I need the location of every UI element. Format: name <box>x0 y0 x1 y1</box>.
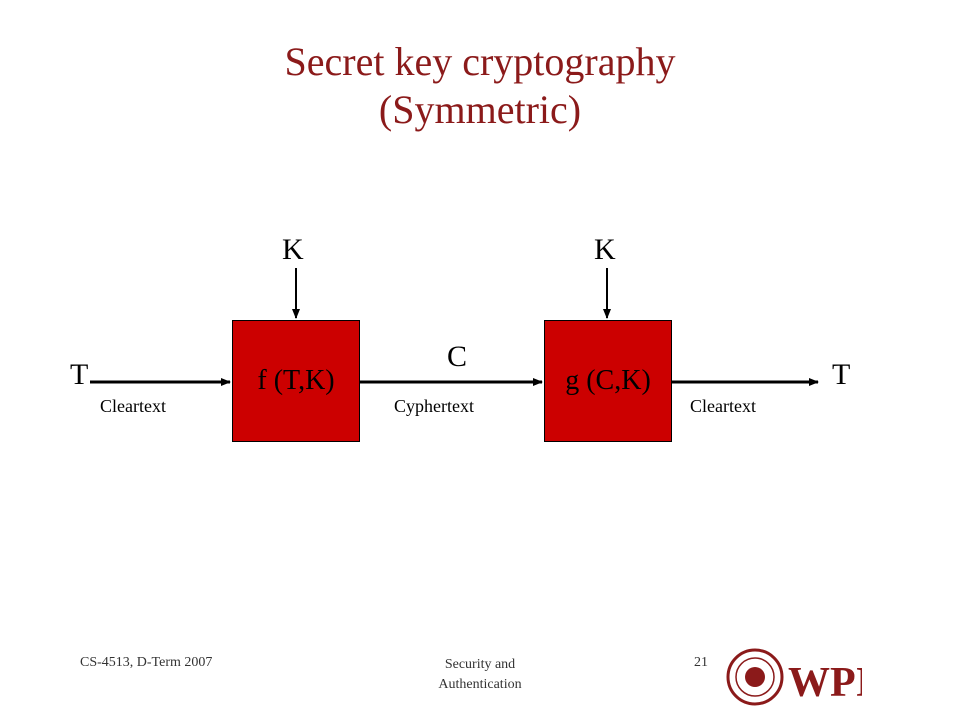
slide-title: Secret key cryptography (Symmetric) <box>0 38 960 134</box>
decrypt-function-box: g (C,K) <box>544 320 672 442</box>
encrypt-function-box: f (T,K) <box>232 320 360 442</box>
decrypt-function-label: g (C,K) <box>565 365 651 396</box>
key-label-right: K <box>594 233 616 266</box>
wpi-logo: WPI <box>726 648 872 706</box>
footer-topic-line1: Security and <box>444 657 516 672</box>
output-label: T <box>832 358 851 391</box>
wpi-logo-text: WPI <box>788 660 862 706</box>
footer-topic: Security and Authentication <box>380 655 580 695</box>
encrypt-function-label: f (T,K) <box>257 365 335 396</box>
output-caption: Cleartext <box>690 396 756 416</box>
input-caption: Cleartext <box>100 396 166 416</box>
footer-topic-line2: Authentication <box>438 677 522 692</box>
wpi-seal-icon: WPI <box>726 648 872 706</box>
key-label-left: K <box>282 233 304 266</box>
slide-title-line1: Secret key cryptography <box>284 39 676 84</box>
input-label: T <box>70 358 89 391</box>
slide-title-line2: (Symmetric) <box>378 87 582 132</box>
page-number: 21 <box>694 655 708 670</box>
middle-caption: Cyphertext <box>394 396 474 416</box>
footer-course: CS-4513, D-Term 2007 <box>80 655 213 670</box>
ciphertext-label: C <box>447 340 468 373</box>
